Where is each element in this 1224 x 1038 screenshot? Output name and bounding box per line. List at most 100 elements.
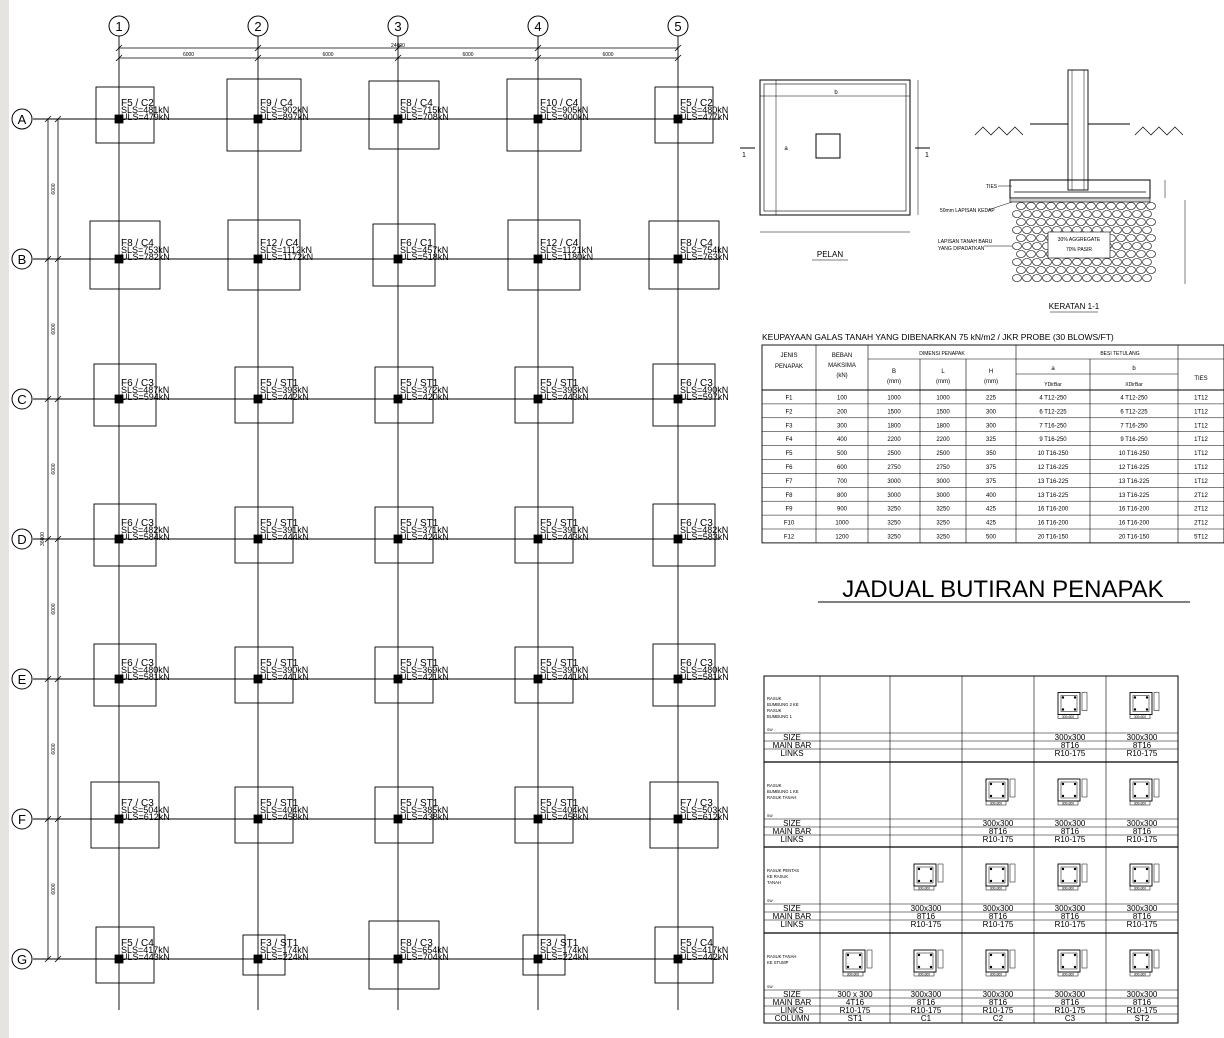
footing-sls-label: SLS=482kN (121, 525, 169, 535)
rebar-dot (1145, 708, 1149, 711)
header-b-unit: (mm) (887, 379, 901, 385)
hardcore-stone (1022, 258, 1032, 266)
section-dim-strip (866, 949, 873, 969)
schedule-value: R10-175 (911, 1006, 942, 1015)
section-caption: 300x300 (1134, 887, 1146, 891)
schedule-cell: 2T12 (1194, 507, 1208, 513)
footing-sls-label: SLS=404kN (260, 805, 308, 815)
hardcore-fill (1012, 202, 1156, 282)
hardcore-stone (1112, 258, 1122, 266)
schedule-cell: 325 (986, 437, 997, 443)
hardcore-stone (1076, 218, 1086, 226)
schedule-note: KEUPAYAAN GALAS TANAH YANG DIBENARKAN 75… (762, 332, 1114, 342)
column-section-icon: 300x300 (985, 863, 1016, 891)
section-square (913, 949, 937, 973)
dim-b-label: b (834, 90, 838, 96)
section-caption: 300x300 (1134, 973, 1146, 977)
schedule-cell: 16 T16-200 (1038, 521, 1069, 527)
schedule-cell: 375 (986, 479, 997, 485)
footing-type-label: F8 / C4 (121, 238, 154, 249)
column-id: C2 (993, 1014, 1004, 1023)
footing-type-label: F3 / ST1 (260, 938, 299, 949)
footing-type-label: F5 / ST1 (260, 378, 299, 389)
hardcore-stone (1072, 210, 1082, 218)
group-label-mark: SW (767, 814, 773, 818)
schedule-cell: 425 (986, 507, 997, 513)
schedule-title: JADUAL BUTIRAN PENAPAK (842, 576, 1163, 603)
section-dim-strip (1057, 971, 1079, 977)
rebar-dot (1061, 953, 1065, 957)
schedule-cell: 1000 (835, 521, 849, 527)
schedule-cell: 12 T16-225 (1119, 465, 1150, 471)
footing-type-label: F6 / C3 (680, 518, 713, 529)
hardcore-stone (1022, 274, 1032, 282)
footing-outline (374, 366, 434, 424)
hardcore-stone (1146, 234, 1156, 242)
hardcore-stone (1076, 266, 1086, 274)
rebar-dot (1133, 794, 1137, 798)
section-dim-strip (1009, 778, 1016, 798)
schedule-cell: 3250 (936, 507, 950, 513)
footing-uls-label: ULS=479kN (121, 112, 170, 122)
footing-type-label: F5 / ST1 (260, 518, 299, 529)
hardcore-stone (1146, 218, 1156, 226)
column-id: C1 (921, 1014, 932, 1023)
row-label-column: COLUMN (775, 1014, 810, 1023)
column-spacing-label: 6000 (462, 52, 473, 58)
rebar-dot (1061, 782, 1065, 786)
schedule-cell: 300 (986, 409, 997, 415)
row-label-links: LINKS (780, 920, 803, 929)
hardcore-stone (1122, 210, 1132, 218)
section-links (1060, 695, 1078, 712)
group-label: RASUK (767, 696, 782, 701)
grid-bubble-D (11, 528, 33, 550)
column-section-icon: 300x300 (1057, 692, 1088, 719)
hardcore-stone (1012, 210, 1022, 218)
hardcore-stone (1116, 250, 1126, 258)
footing-outline (95, 926, 155, 984)
schedule-cell: 20 T16-150 (1038, 535, 1069, 541)
rebar-dot (1073, 867, 1077, 871)
group-label: RASUK TANAH (767, 954, 796, 959)
schedule-value: 300x300 (1127, 904, 1158, 913)
column-stump (533, 954, 543, 964)
section-links (1132, 781, 1150, 799)
footing-outline (648, 220, 720, 290)
schedule-cell: 2500 (936, 451, 950, 457)
hardcore-stone (1092, 274, 1102, 282)
column-stump (393, 534, 403, 544)
footing-outline (234, 646, 294, 704)
hardcore-stone (1036, 250, 1046, 258)
row-label-links: LINKS (780, 749, 803, 758)
footing-outline (652, 643, 716, 707)
blinding-label: 50mm LAPISAN KEDAP (940, 208, 995, 214)
hardcore-stone (1116, 234, 1126, 242)
hardcore-label-2: YANG DIPADATKAN (938, 246, 985, 252)
grid-bubble-4 (527, 15, 549, 37)
plan-detail-caption: PELAN (817, 250, 843, 259)
row-spacing-label: 6000 (51, 463, 57, 474)
footing-sls-label: SLS=174kN (260, 945, 308, 955)
section-dim-strip (1057, 885, 1079, 891)
schedule-value: R10-175 (1127, 920, 1158, 929)
rebar-dot (1145, 879, 1149, 883)
footing-sls-label: SLS=457kN (400, 245, 448, 255)
hardcore-stone (1046, 218, 1056, 226)
footing-plan-inner (763, 83, 907, 212)
column-stump (673, 114, 683, 124)
schedule-cell: F8 (785, 493, 793, 499)
schedule-value: 300x300 (1127, 819, 1158, 828)
column-stump (673, 254, 683, 264)
footing-outline (93, 643, 157, 707)
group-label: BUMBUNG 1 (767, 714, 793, 719)
section-dim-strip (1153, 949, 1160, 969)
grid-label: E (18, 672, 27, 687)
schedule-cell: 1T12 (1194, 465, 1208, 471)
column-section-icon: 300x300 (913, 949, 944, 977)
